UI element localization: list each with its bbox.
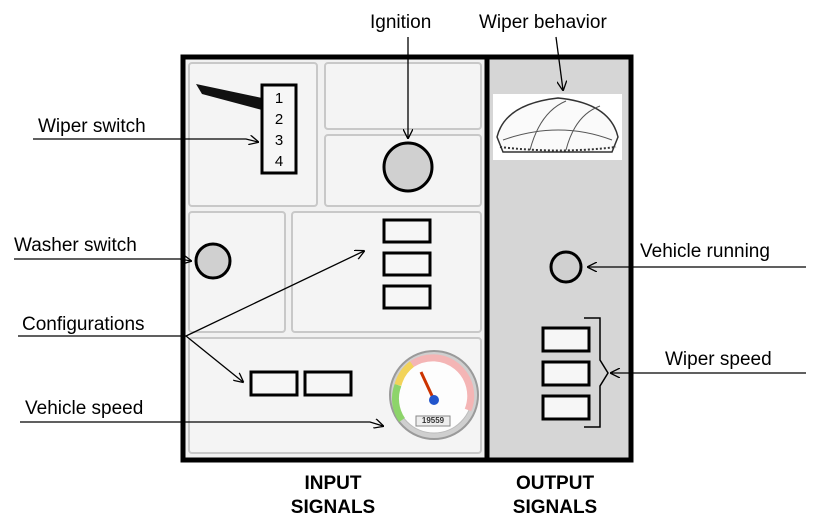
wiper-stalk-icon — [196, 84, 262, 110]
windshield-icon — [493, 94, 622, 160]
wiper-speed-bracket — [584, 317, 609, 428]
wiper-position-4: 4 — [274, 153, 284, 170]
vehicle-speed-arrow — [20, 422, 383, 426]
wiper-position-3: 3 — [274, 132, 284, 149]
wiper-position-2: 2 — [274, 111, 284, 128]
input-caption-line1: INPUT — [304, 473, 362, 494]
wiper-speed-label: Wiper speed — [665, 349, 772, 370]
ignition-label: Ignition — [370, 12, 432, 33]
vehicle-running-indicator — [549, 250, 583, 284]
input-signals-caption: INPUT SIGNALS — [278, 472, 388, 520]
vehicle-speed-label: Vehicle speed — [25, 398, 144, 419]
wiper-position-1: 1 — [274, 90, 284, 107]
wiper-switch-arrow — [33, 139, 258, 142]
configurations-arrow-1 — [185, 251, 364, 337]
vehicle-running-label: Vehicle running — [640, 241, 770, 262]
configurations-arrow-2 — [185, 335, 243, 382]
input-caption-line2: SIGNALS — [290, 497, 376, 518]
ignition-indicator — [382, 141, 434, 193]
washer-switch-indicator — [194, 242, 232, 280]
wiper-speed-boxes — [541, 326, 591, 421]
wiper-behavior-label: Wiper behavior — [479, 12, 607, 33]
wiper-switch-positions: 1 2 3 4 — [272, 88, 286, 172]
output-caption-line2: SIGNALS — [512, 497, 598, 518]
wiper-behavior-arrow — [555, 36, 563, 90]
wiper-switch-box — [260, 83, 298, 175]
configuration-boxes-vertical — [382, 218, 432, 310]
configuration-boxes-horizontal — [249, 370, 353, 397]
washer-switch-arrow — [14, 259, 191, 261]
speedometer-icon — [389, 350, 479, 440]
gauge-hub — [429, 395, 439, 405]
output-signals-caption: OUTPUT SIGNALS — [500, 472, 610, 520]
leader-lines — [14, 36, 806, 426]
washer-switch-label: Washer switch — [14, 235, 137, 256]
gauge-readout: 19559 — [421, 416, 445, 425]
gauge-needle — [419, 371, 436, 401]
configurations-label: Configurations — [22, 314, 145, 335]
wiper-switch-label: Wiper switch — [38, 116, 146, 137]
output-caption-line1: OUTPUT — [515, 473, 595, 494]
